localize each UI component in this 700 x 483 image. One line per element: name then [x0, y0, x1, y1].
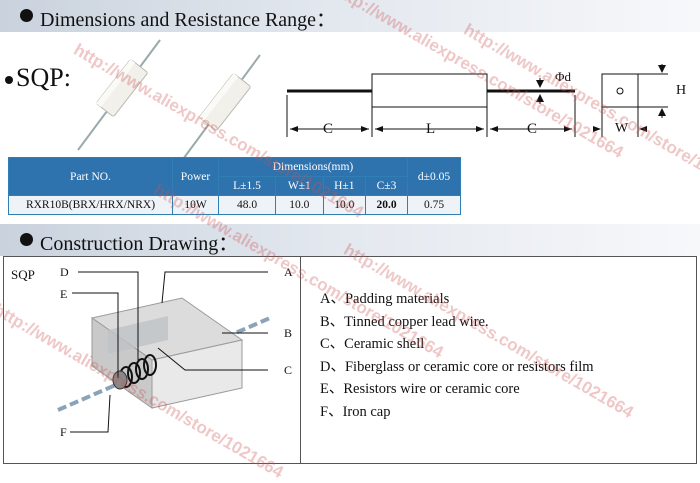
construction-model-label: SQP — [11, 267, 35, 282]
l-label: L — [426, 121, 436, 137]
callout-c: C — [284, 363, 293, 377]
section-title-dimensions: Dimensions and Resistance Range： — [40, 9, 337, 31]
cell-c: 20.0 — [365, 195, 408, 215]
bullet-icon — [20, 9, 33, 22]
model-label-text: SQP: — [16, 63, 71, 92]
dimension-arrows — [290, 80, 572, 132]
cell-l: 48.0 — [217, 195, 277, 215]
header-c: C±3 — [365, 176, 408, 196]
resistor-photo-2 — [174, 54, 261, 171]
header-l: L±1.5 — [217, 176, 277, 196]
list-item: A、Padding materials — [320, 291, 450, 307]
list-item: C、Ceramic shell — [320, 336, 425, 352]
header-h: H±1 — [322, 176, 367, 196]
end-view-arrows — [593, 65, 666, 132]
c-left-label: C — [323, 121, 334, 137]
dimension-drawing-side — [286, 73, 576, 137]
header-d: d±0.05 — [407, 157, 461, 196]
dimension-drawing-end — [595, 64, 668, 137]
section-title-construction: Construction Drawing： — [40, 233, 239, 255]
construction-drawing-box: SQP D E A B C F A、Padding materials B、Ti… — [3, 256, 697, 464]
divider — [300, 257, 301, 463]
section-header-dimensions: Dimensions and Resistance Range： — [0, 0, 700, 32]
header-power: Power — [172, 157, 219, 196]
list-item: B、Tinned copper lead wire. — [320, 313, 489, 330]
callout-b: B — [284, 326, 293, 340]
resistor-photos — [57, 39, 668, 433]
phi-d-label: Φd — [555, 69, 572, 84]
table-row: RXR10B(BRX/HRX/NRX) 10W 48.0 10.0 10.0 2… — [8, 195, 461, 215]
component-list: A、Padding materials B、Tinned copper lead… — [320, 288, 594, 423]
callout-e: E — [60, 287, 68, 301]
h-label: H — [676, 83, 687, 98]
w-label: W — [615, 121, 629, 136]
cell-h: 10.0 — [322, 195, 367, 215]
bullet-icon — [5, 76, 13, 85]
callout-a: A — [284, 265, 293, 279]
c-right-label: C — [527, 121, 538, 137]
list-item: D、Fiberglass or ceramic core or resistor… — [320, 358, 594, 375]
bullet-icon — [20, 233, 33, 246]
model-label: SQP: — [5, 63, 71, 93]
cell-power: 10W — [172, 195, 219, 215]
header-part-no: Part NO. — [8, 157, 173, 196]
cell-part-no: RXR10B(BRX/HRX/NRX) — [8, 195, 173, 215]
spec-table: Part NO. Power Dimensions(mm) d±0.05 L±1… — [8, 157, 461, 215]
header-dimensions: Dimensions(mm) — [218, 157, 408, 177]
header-w: W±1 — [275, 176, 324, 196]
cell-w: 10.0 — [275, 195, 324, 215]
cell-d: 0.75 — [407, 195, 461, 215]
callout-d: D — [60, 265, 69, 279]
list-item: E、Resistors wire or ceramic core — [320, 381, 520, 397]
callout-f: F — [60, 425, 67, 439]
section-header-construction: Construction Drawing： — [0, 224, 700, 256]
construction-illustration — [57, 271, 271, 433]
resistor-photo-1 — [77, 39, 161, 151]
list-item: F、Iron cap — [320, 403, 391, 420]
